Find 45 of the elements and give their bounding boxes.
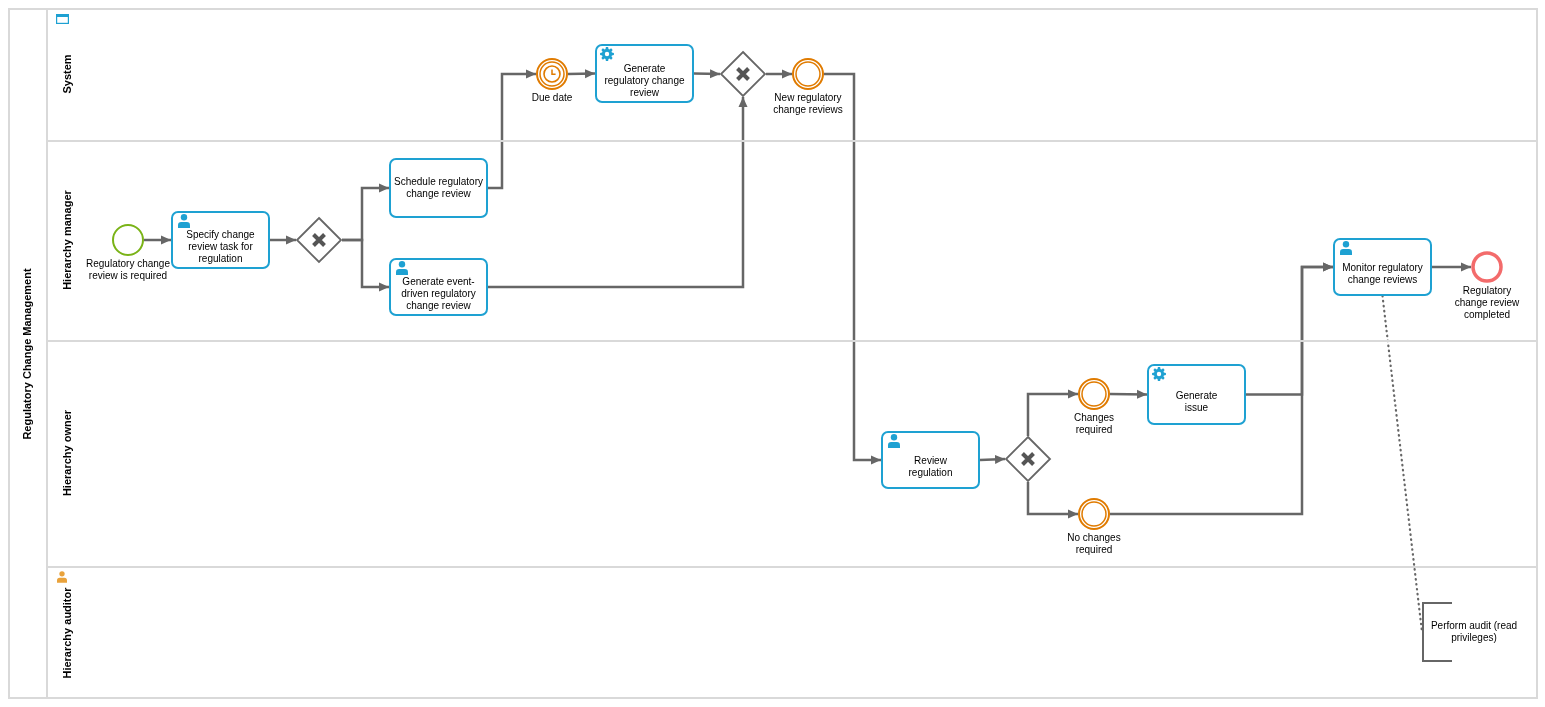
lane-label: System xyxy=(60,54,74,94)
user-task xyxy=(389,258,488,316)
lane-label: Hierarchy owner xyxy=(60,409,74,497)
flow-arrow xyxy=(824,72,881,465)
task-label: Generate regulatory change review xyxy=(603,62,686,99)
pool-label: Regulatory Change Management xyxy=(20,267,34,440)
event-label: New regulatory change reviews xyxy=(772,92,844,116)
event-label: Regulatory change review completed xyxy=(1453,285,1521,321)
task-box xyxy=(389,158,488,218)
pool xyxy=(8,8,1538,699)
event-label: Due date xyxy=(530,92,574,104)
task-label: Monitor regulatory change reviews xyxy=(1341,262,1424,286)
task-label: Generate event-driven regulatory change review xyxy=(400,276,477,312)
user-task xyxy=(1333,238,1432,296)
task-label: Generate issue xyxy=(1174,389,1219,414)
service-task xyxy=(1147,364,1246,425)
swimlane xyxy=(46,566,1538,699)
flow-arrow xyxy=(1432,262,1471,272)
swimlane xyxy=(46,340,1538,566)
event-label: Regulatory change review is required xyxy=(85,258,171,282)
flow-arrow xyxy=(1110,389,1147,399)
task-label: Schedule regulatory change review xyxy=(393,176,484,200)
user-task xyxy=(881,431,980,489)
user-task xyxy=(171,211,270,269)
flow-arrow xyxy=(488,97,748,289)
event-label: No changes required xyxy=(1066,532,1122,556)
task-label: Specify change review task for regulation xyxy=(185,229,256,265)
flow-arrow xyxy=(979,454,1006,464)
flow-arrow xyxy=(1110,262,1333,516)
flow-arrow xyxy=(567,69,596,79)
flow-arrow xyxy=(488,69,536,190)
flow-arrow xyxy=(270,235,296,245)
flow-arrow xyxy=(144,235,171,245)
annotation-text: Perform audit (read privileges) xyxy=(1429,620,1519,644)
flow-arrow xyxy=(1026,389,1078,436)
service-task xyxy=(595,44,694,103)
lane-label: Hierarchy auditor xyxy=(60,586,74,679)
swimlane xyxy=(46,140,1538,340)
event-label: Changes required xyxy=(1073,412,1115,436)
lane-label: Hierarchy manager xyxy=(60,190,74,290)
task-label: Review regulation xyxy=(907,455,954,479)
flow-arrow xyxy=(1026,482,1078,519)
flow-arrow xyxy=(342,238,389,292)
flow-arrow xyxy=(693,69,721,79)
flow-arrow xyxy=(766,69,792,79)
